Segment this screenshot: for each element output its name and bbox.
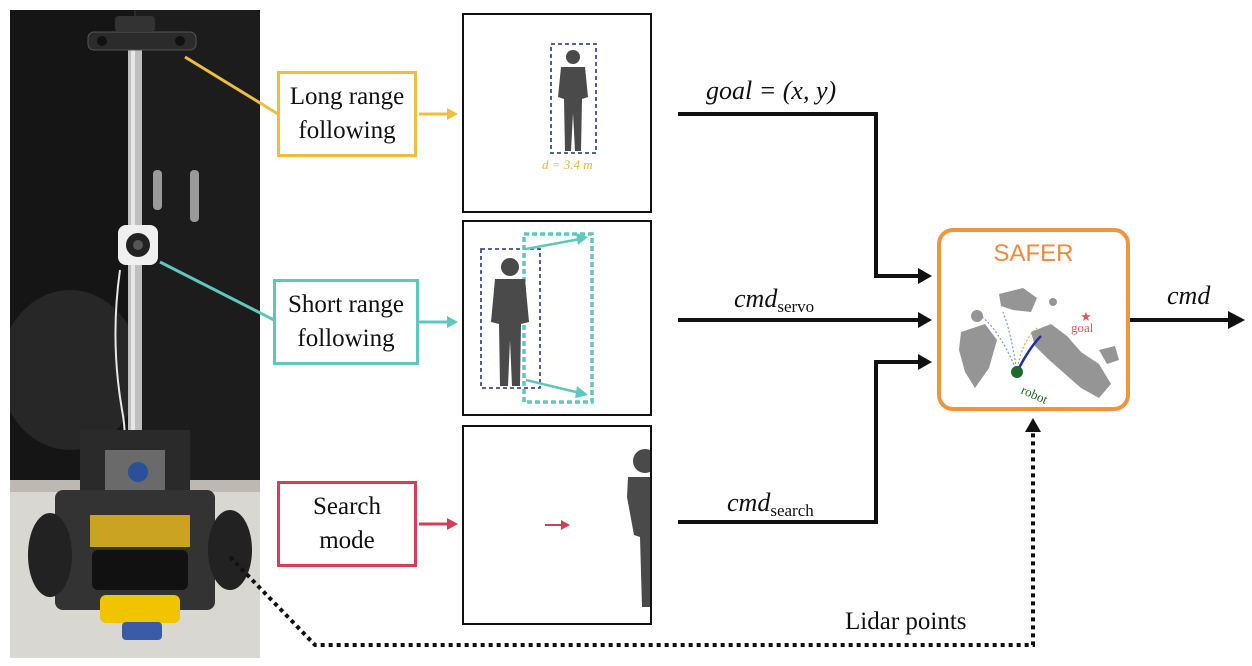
goal-map-label: goal: [1071, 320, 1094, 335]
lidar-map: [959, 288, 1119, 398]
lidar-line: [228, 418, 1041, 647]
search-arrow: [419, 518, 458, 530]
short-range-box: Short range following: [273, 279, 419, 365]
output-signal-label: cmd: [1167, 281, 1211, 310]
long-arrow: [419, 108, 458, 120]
short-range-drawing: [480, 232, 594, 404]
servo-main: cmd: [734, 284, 778, 313]
motion-arrow-top: [525, 233, 588, 251]
long-range-line2: following: [298, 117, 396, 144]
search-panel: [462, 425, 652, 625]
lidar-label: Lidar points: [845, 608, 967, 635]
motion-arrow-bottom: [525, 378, 588, 398]
short-range-panel: [462, 220, 652, 416]
goal-line: [678, 112, 932, 284]
safer-title: SAFER: [993, 240, 1074, 267]
search-mode-line1: Search: [312, 493, 382, 520]
long-range-box: Long range following: [277, 71, 417, 157]
search-sub: search: [770, 501, 814, 520]
search-signal-label: cmdsearch: [727, 488, 814, 521]
short-connector: [159, 260, 279, 324]
output-line: [1130, 311, 1245, 329]
servo-signal-label: cmdservo: [734, 284, 814, 317]
short-range-line1: Short range: [288, 291, 404, 318]
distance-label: d = 3.4 m: [542, 157, 593, 172]
safer-box: SAFER ★ goal robot: [937, 228, 1130, 411]
person-silhouette: [627, 449, 650, 607]
goal-signal-label: goal = (x, y): [706, 76, 837, 105]
long-connector: [184, 55, 279, 116]
short-arrow: [419, 316, 458, 328]
short-range-line2: following: [297, 325, 395, 352]
search-arrow-icon: [545, 520, 570, 530]
search-line: [678, 354, 932, 524]
person-silhouette: [491, 258, 529, 386]
safer-map: ★: [959, 288, 1119, 398]
search-drawing: [545, 449, 650, 607]
robot-photo: [10, 10, 260, 658]
search-mode-line2: mode: [319, 527, 375, 554]
servo-line: [678, 312, 932, 328]
long-range-line1: Long range: [289, 83, 405, 110]
servo-sub: servo: [777, 297, 815, 316]
search-mode-box: Search mode: [277, 481, 417, 567]
person-silhouette: [550, 43, 597, 154]
long-range-panel: d = 3.4 m: [462, 13, 652, 213]
search-main: cmd: [727, 488, 771, 517]
goal-star: ★: [1080, 309, 1092, 324]
robot-dot: [1011, 366, 1023, 378]
